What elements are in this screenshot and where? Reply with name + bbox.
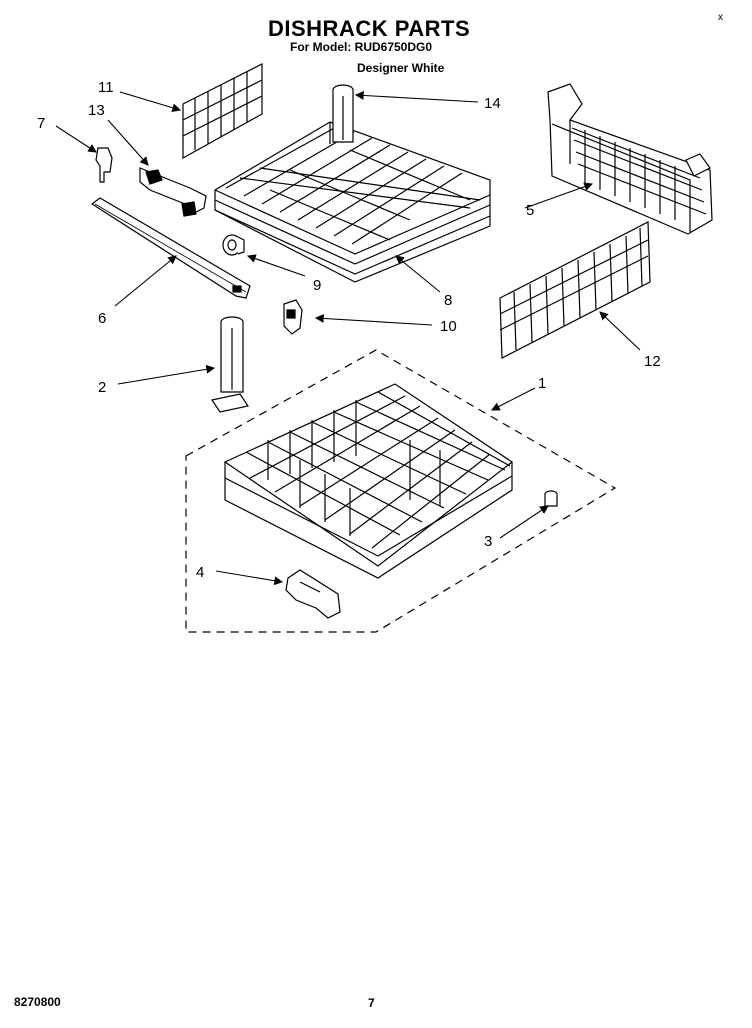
callout-2: 2 (98, 379, 106, 396)
part-8-upper-rack (214, 121, 491, 283)
part-6-rail (90, 197, 251, 299)
part-12-cup-shelf (499, 221, 651, 359)
part-1-lower-rack (223, 383, 514, 579)
callout-10: 10 (440, 318, 457, 335)
part-11-cup-shelf (182, 63, 263, 160)
callout-labels: 1 2 3 4 5 6 7 8 9 10 11 12 13 14 (37, 79, 661, 581)
document-code: 8270800 (14, 995, 61, 1009)
part-9-wheel (222, 234, 245, 256)
part-7-clip (95, 147, 113, 183)
callout-3: 3 (484, 533, 492, 550)
part-2-standpipe (211, 316, 249, 413)
part-4-wheel-carrier (285, 569, 341, 619)
part-1-lower-rack-outline (185, 349, 617, 633)
part-3-bumper (544, 490, 558, 507)
callout-6: 6 (98, 310, 106, 327)
model-line: For Model: RUD6750DG0 (290, 40, 433, 54)
callout-13: 13 (88, 102, 105, 119)
page-title: DISHRACK PARTS (268, 16, 471, 41)
part-14-spray-tube (332, 84, 354, 143)
part-5-silverware-basket (547, 83, 713, 235)
callout-14: 14 (484, 95, 501, 112)
part-13-rack-stop (139, 167, 207, 217)
part-10-end-cap (283, 299, 303, 335)
callout-1: 1 (538, 375, 546, 392)
page-number: 7 (368, 996, 375, 1010)
variant-label: Designer White (357, 61, 445, 75)
callout-7: 7 (37, 115, 45, 132)
corner-mark: x (718, 12, 723, 23)
leader-lines (55, 91, 641, 586)
callout-8: 8 (444, 292, 452, 309)
callout-5: 5 (526, 202, 534, 219)
callout-9: 9 (313, 277, 321, 294)
callout-12: 12 (644, 353, 661, 370)
callout-4: 4 (196, 564, 204, 581)
callout-11: 11 (98, 79, 114, 96)
